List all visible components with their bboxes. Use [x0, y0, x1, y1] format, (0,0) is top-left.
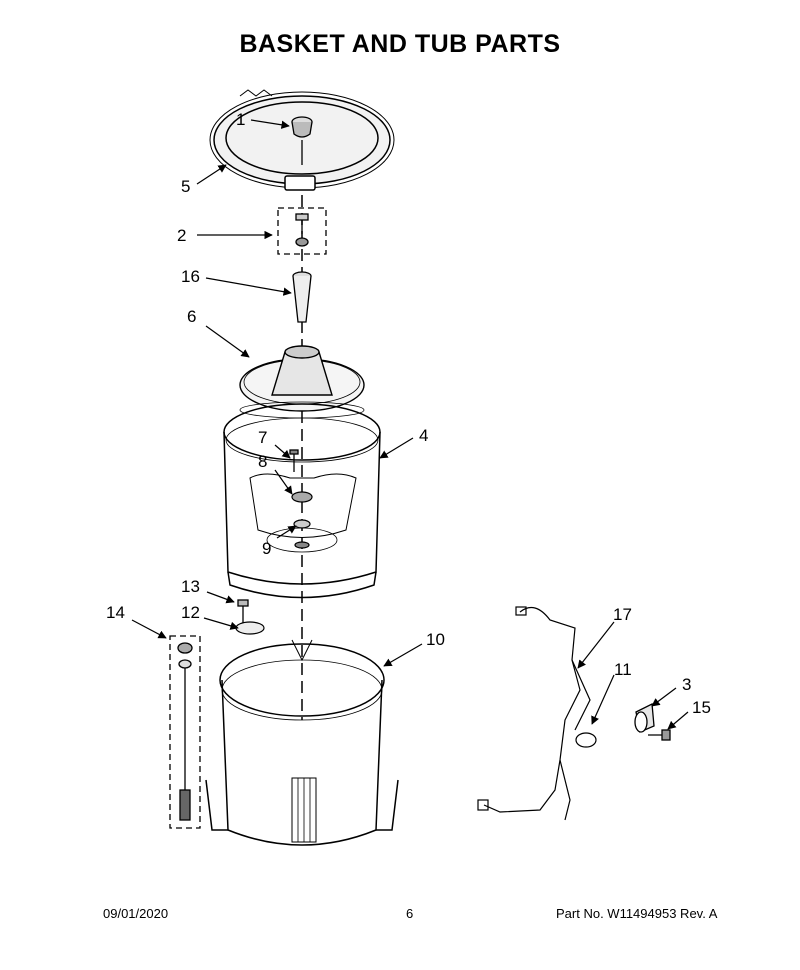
callout-10: 10: [426, 630, 445, 649]
leader-13: [206, 591, 235, 604]
footer-page-number: 6: [406, 906, 414, 921]
impeller-part-6: [239, 345, 365, 419]
grommet-part-11: [575, 732, 597, 748]
leader-12: [203, 617, 239, 630]
basket-cap-part-1: [291, 116, 313, 165]
leader-1: [250, 119, 290, 129]
callout-numbers: 1 2 3 4 5 6 7 8 9 10 11 12 13 14 15 16 1…: [106, 110, 711, 717]
leader-9: [276, 525, 297, 539]
callout-7: 7: [258, 428, 267, 447]
leader-4: [379, 437, 414, 459]
leader-15: [667, 711, 689, 730]
callout-3: 3: [682, 675, 691, 694]
screw-part-15: [648, 729, 671, 741]
leader-5: [196, 164, 227, 185]
leader-7: [274, 444, 291, 459]
callout-4: 4: [419, 426, 428, 445]
callout-13: 13: [181, 577, 200, 596]
leader-3: [651, 687, 677, 707]
callout-leaders: [131, 119, 689, 730]
footer-part-number: Part No. W11494953 Rev. A: [556, 906, 718, 921]
wire-harness-part-17: [477, 606, 591, 821]
callout-1: 1: [236, 110, 245, 129]
spline-part-9: [293, 519, 311, 549]
callout-14: 14: [106, 603, 125, 622]
footer-date: 09/01/2020: [103, 906, 169, 921]
sensor-part-3: [634, 702, 655, 733]
screw-part-7: [289, 449, 299, 472]
leader-11: [591, 674, 615, 725]
callout-5: 5: [181, 177, 190, 196]
washer-part-8: [291, 491, 313, 503]
leader-8: [274, 469, 293, 495]
plate-part-12: [235, 621, 265, 635]
leader-14: [131, 619, 167, 639]
leader-16: [205, 277, 292, 296]
callout-16: 16: [181, 267, 200, 286]
bolt-kit-part-2: [277, 207, 327, 255]
callout-9: 9: [262, 539, 271, 558]
callout-15: 15: [692, 698, 711, 717]
callout-17: 17: [613, 605, 632, 624]
leader-17: [577, 621, 615, 669]
page-title: BASKET AND TUB PARTS: [239, 30, 561, 58]
suspension-rod-part-14: [169, 635, 201, 829]
callout-8: 8: [258, 452, 267, 471]
callout-11: 11: [614, 660, 632, 679]
callout-6: 6: [187, 307, 196, 326]
callout-12: 12: [181, 603, 200, 622]
leader-6: [205, 325, 250, 358]
wash-basket-part-4: [223, 403, 381, 599]
leader-10: [383, 643, 423, 667]
outer-tub-part-10: [205, 639, 399, 846]
callout-2: 2: [177, 226, 186, 245]
shaft-adapter-part-16: [292, 271, 312, 323]
